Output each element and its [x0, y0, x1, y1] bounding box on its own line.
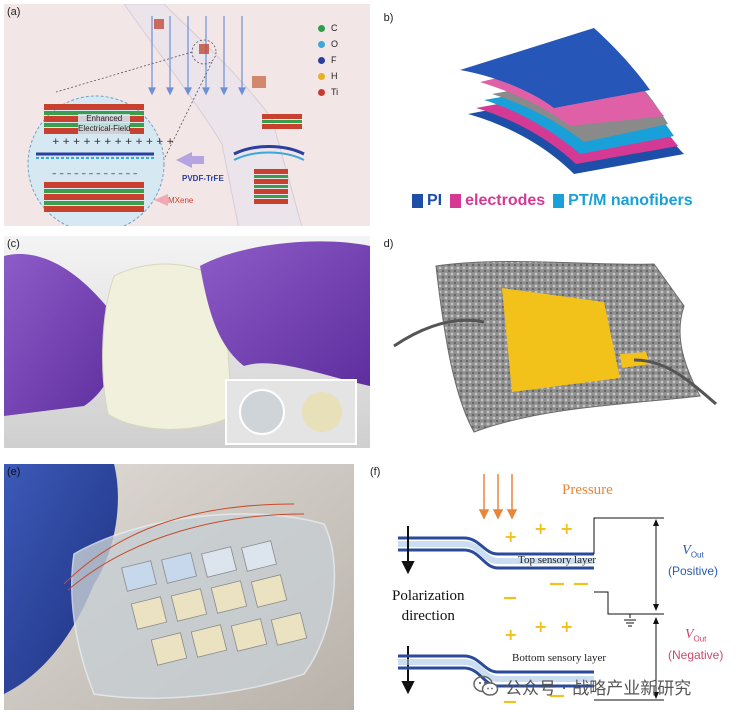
panel-d-label: (d) — [384, 238, 394, 250]
atom-c-icon — [318, 24, 325, 32]
svg-text:+: + — [534, 617, 547, 636]
legend-item-o: O — [318, 36, 338, 52]
pi-swatch-icon — [412, 194, 423, 208]
panel-e: (e) — [4, 464, 354, 710]
panel-b-illustration — [460, 28, 684, 174]
mxene-label: MXene — [168, 196, 194, 205]
atom-ti-icon — [318, 88, 325, 96]
electrode-swatch-icon — [450, 194, 462, 208]
atom-h-icon — [318, 72, 325, 80]
atom-f-icon — [318, 56, 325, 64]
watermark-text: 公众号 · 战略产业新研究 — [505, 678, 692, 699]
panel-b-label: (b) — [384, 12, 394, 24]
element-legend: C O F H Ti — [318, 20, 338, 100]
textured-sensor-illustration — [393, 260, 717, 433]
flexible-film-photo — [4, 236, 370, 448]
top-sensory-layer-label: Top sensory layer — [518, 554, 597, 566]
panel-a-illustration: + + + + + + + + + + + + – – – – – – – – … — [27, 4, 305, 226]
svg-text:+: + — [534, 519, 547, 538]
legend-item-ti: Ti — [318, 84, 338, 100]
panel-c: (c) — [4, 236, 370, 448]
flexible-sensor-array-photo — [4, 464, 354, 710]
legend-item-c: C — [318, 20, 338, 36]
svg-text:+ + + + + + + + + + + +: + + + + + + + + + + + + — [52, 137, 174, 147]
legend-item-f: F — [318, 52, 338, 68]
panel-c-label: (c) — [7, 238, 20, 250]
wechat-icon — [473, 675, 499, 696]
panel-a: + + + + + + + + + + + + – – – – – – – – … — [4, 4, 370, 226]
svg-text:+: + — [560, 519, 573, 538]
atom-o-icon — [318, 40, 325, 48]
pressure-label: Pressure — [562, 482, 613, 498]
panel-a-label: (a) — [7, 6, 21, 18]
svg-text:+: + — [504, 527, 517, 546]
watermark: 公众号 · 战略产业新研究 — [473, 672, 751, 700]
vout-negative-label: VOut (Negative) — [668, 627, 724, 663]
svg-text:+: + — [504, 625, 517, 644]
panel-b: (b) PI electrodes PT/M nanofibers — [384, 4, 752, 226]
svg-text:– – – – – – – – – – – –: – – – – – – – – – – – – — [52, 169, 138, 179]
vout-positive-label: VOut (Positive) — [668, 543, 719, 579]
panel-f: + + + + + + — [368, 464, 752, 710]
pvdf-label: PVDF-TrFE — [182, 174, 224, 183]
bottom-sensory-layer-label: Bottom sensory layer — [512, 652, 607, 664]
layer-legend: PI electrodes PT/M nanofibers — [412, 192, 693, 210]
panel-e-label: (e) — [7, 466, 21, 478]
legend-item-h: H — [318, 68, 338, 84]
enhanced-field-label: Enhanced Electrical-Field — [78, 114, 131, 134]
nanofiber-swatch-icon — [553, 194, 565, 208]
svg-text:+: + — [560, 617, 573, 636]
panel-f-label: (f) — [370, 466, 381, 478]
panel-d: (d) — [384, 236, 752, 448]
polarization-direction-label: Polarization direction — [392, 588, 465, 624]
